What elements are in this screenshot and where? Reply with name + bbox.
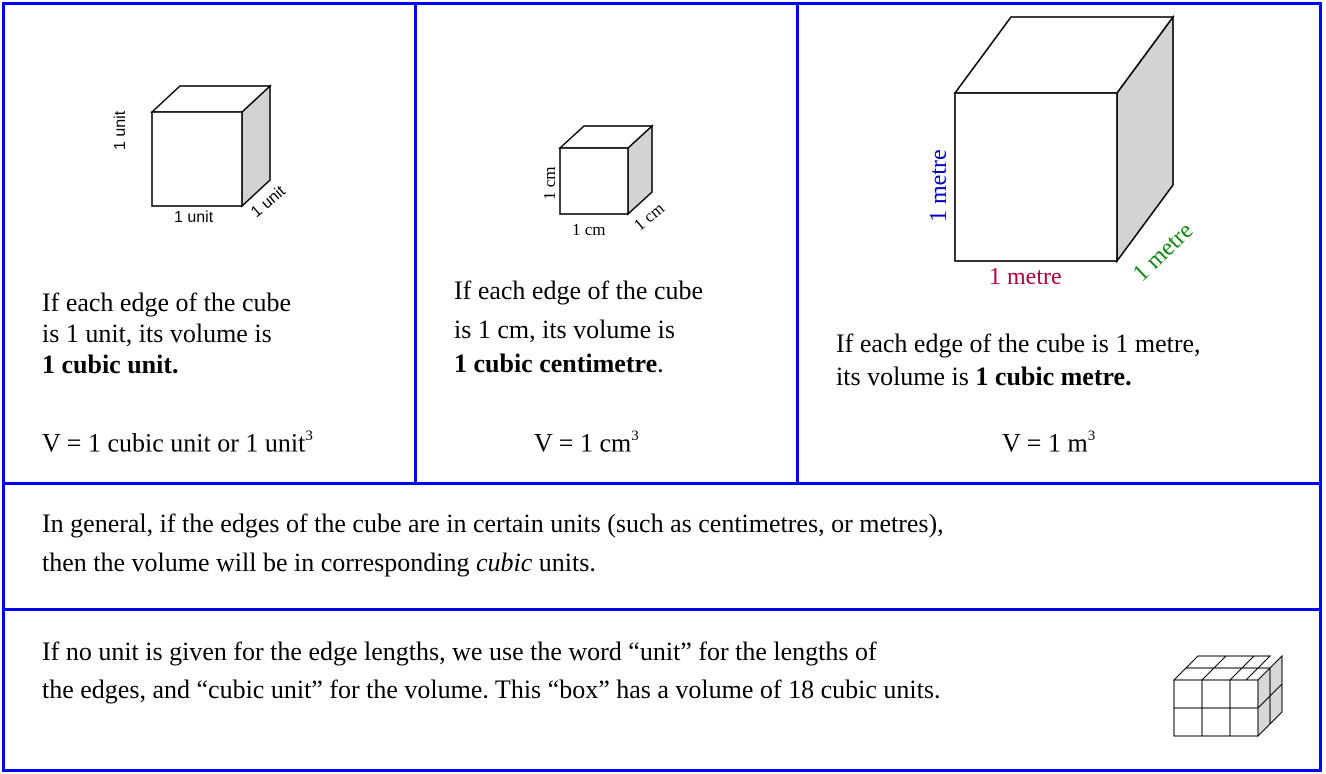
nounit-line2: the edges, and “cubic unit” for the volu… [42,675,941,704]
general-line2: then the volume will be in corresponding… [42,548,596,577]
cube2-width-label: 1 cm [572,220,606,239]
panel3-formula: V = 1 m3 [1002,428,1096,458]
row-divider-2 [2,608,1322,611]
general-line1: In general, if the edges of the cube are… [42,509,944,538]
column-divider-1 [414,2,417,484]
cube3-width-label: 1 metre [989,264,1062,290]
cube1-width-label: 1 unit [174,209,214,226]
cube2-height-label: 1 cm [540,166,559,200]
box-of-cubes-diagram [1172,654,1283,738]
row-divider-1 [2,482,1322,485]
column-divider-2 [796,2,799,484]
cm-cube-diagram [558,124,654,216]
panel1-formula: V = 1 cubic unit or 1 unit3 [42,428,313,458]
nounit-line1: If no unit is given for the edge lengths… [42,637,877,666]
cube1-height-label: 1 unit [112,110,129,150]
unit-cube-diagram [150,84,272,208]
panel2-line1: If each edge of the cube [454,276,704,305]
metre-cube-diagram [953,14,1175,264]
panel2-bold-result: 1 cubic centimetre. [454,349,664,378]
panel3-line1: If each edge of the cube is 1 metre, [836,329,1201,358]
panel3-line2: its volume is 1 cubic metre. [836,362,1132,391]
cube3-height-label: 1 metre [926,149,952,222]
panel1-bold-result: 1 cubic unit. [42,350,179,379]
panel2-formula: V = 1 cm3 [534,428,639,458]
panel1-line2: is 1 unit, its volume is [42,319,272,348]
panel1-line1: If each edge of the cube [42,288,292,317]
panel2-line2: is 1 cm, its volume is [454,315,675,344]
